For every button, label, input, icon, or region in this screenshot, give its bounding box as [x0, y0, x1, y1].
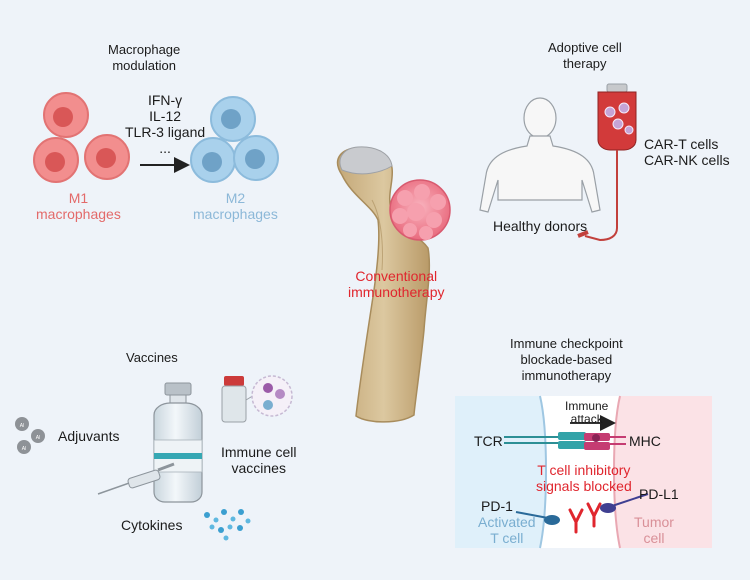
activated-t-cell-label: Activated T cell	[478, 514, 536, 546]
car-cells-label: CAR-T cells CAR-NK cells	[644, 136, 730, 168]
car-t-label: CAR-T cells	[644, 136, 719, 152]
adjuvant-bead-label: Al	[20, 423, 24, 429]
attack-line2: attack	[570, 412, 603, 426]
patient-figure	[479, 97, 601, 213]
cytokines-label: Cytokines	[121, 517, 183, 533]
center-line2: immunotherapy	[348, 284, 445, 300]
conventional-immunotherapy-label: Conventional immunotherapy	[348, 268, 445, 300]
macrophage-title: Macrophage modulation	[108, 42, 180, 74]
adoptive-title-line2: therapy	[563, 56, 607, 71]
immune-vaccines-line2: vaccines	[231, 460, 286, 476]
m2-macrophage-cluster	[190, 96, 279, 183]
car-nk-label: CAR-NK cells	[644, 152, 730, 168]
adjuvant-bead-label: Al	[36, 435, 40, 441]
femur-bone	[336, 146, 431, 423]
m2-label-line2: macrophages	[193, 206, 278, 222]
m2-label-line1: M2	[225, 190, 246, 206]
immune-cell-vial	[221, 375, 293, 423]
tumor-line2: cell	[643, 530, 665, 546]
immune-cell-vaccines-label: Immune cell vaccines	[221, 444, 296, 476]
blocked-signal-label: T cell inhibitory signals blocked	[536, 462, 632, 494]
m1-label-line2: macrophages	[36, 206, 121, 222]
m1-macrophage-cluster	[33, 92, 130, 183]
pd1-label: PD-1	[481, 498, 513, 514]
immune-attack-label: Immune attack	[565, 400, 608, 426]
stimuli-list: IFN-γ IL-12 TLR-3 ligand ...	[125, 92, 205, 156]
immune-vaccines-line1: Immune cell	[221, 444, 297, 460]
syringe	[97, 462, 175, 495]
activated-line2: T cell	[490, 530, 524, 546]
center-line1: Conventional	[355, 268, 438, 284]
mhc-label: MHC	[629, 433, 661, 449]
vaccine-vial	[153, 382, 203, 503]
attack-line1: Immune	[565, 399, 609, 413]
stimulus-il12: IL-12	[149, 108, 182, 124]
pdl1-label: PD-L1	[639, 486, 679, 502]
cytokine-dots	[204, 509, 251, 541]
vaccines-title: Vaccines	[126, 350, 178, 365]
adjuvant-bead-label: Al	[22, 446, 26, 452]
checkpoint-title: Immune checkpoint blockade-based immunot…	[510, 336, 623, 384]
macrophage-title-line1: Macrophage	[108, 42, 181, 57]
adjuvant-beads: Al Al Al	[15, 417, 45, 454]
stimulus-ellipsis: ...	[159, 140, 171, 156]
stimulus-ifn-gamma: IFN-γ	[147, 92, 183, 108]
pd1-pdl1-block	[515, 493, 649, 534]
tcr-mhc-complex	[504, 432, 626, 450]
adjuvants-label: Adjuvants	[58, 428, 120, 444]
tumor-cell-label: Tumor cell	[634, 514, 674, 546]
checkpoint-title-line3: immunotherapy	[521, 368, 612, 383]
tumor-line1: Tumor	[634, 514, 674, 530]
m1-label: M1 macrophages	[36, 190, 121, 222]
blocked-line2: signals blocked	[536, 478, 632, 494]
checkpoint-title-line2: blockade-based	[520, 352, 613, 367]
m2-label: M2 macrophages	[193, 190, 278, 222]
adoptive-title-line1: Adoptive cell	[548, 40, 622, 55]
activated-line1: Activated	[478, 514, 536, 530]
tcr-label: TCR	[474, 433, 503, 449]
m1-label-line1: M1	[68, 190, 89, 206]
blood-bag	[577, 83, 637, 242]
macrophage-title-line2: modulation	[112, 58, 176, 73]
bone-tumor	[389, 179, 451, 241]
blocked-line1: T cell inhibitory	[537, 462, 631, 478]
stimulus-tlr3: TLR-3 ligand	[125, 124, 206, 140]
adoptive-title: Adoptive cell therapy	[548, 40, 622, 72]
checkpoint-title-line1: Immune checkpoint	[510, 336, 623, 351]
healthy-donors-label: Healthy donors	[493, 218, 588, 234]
